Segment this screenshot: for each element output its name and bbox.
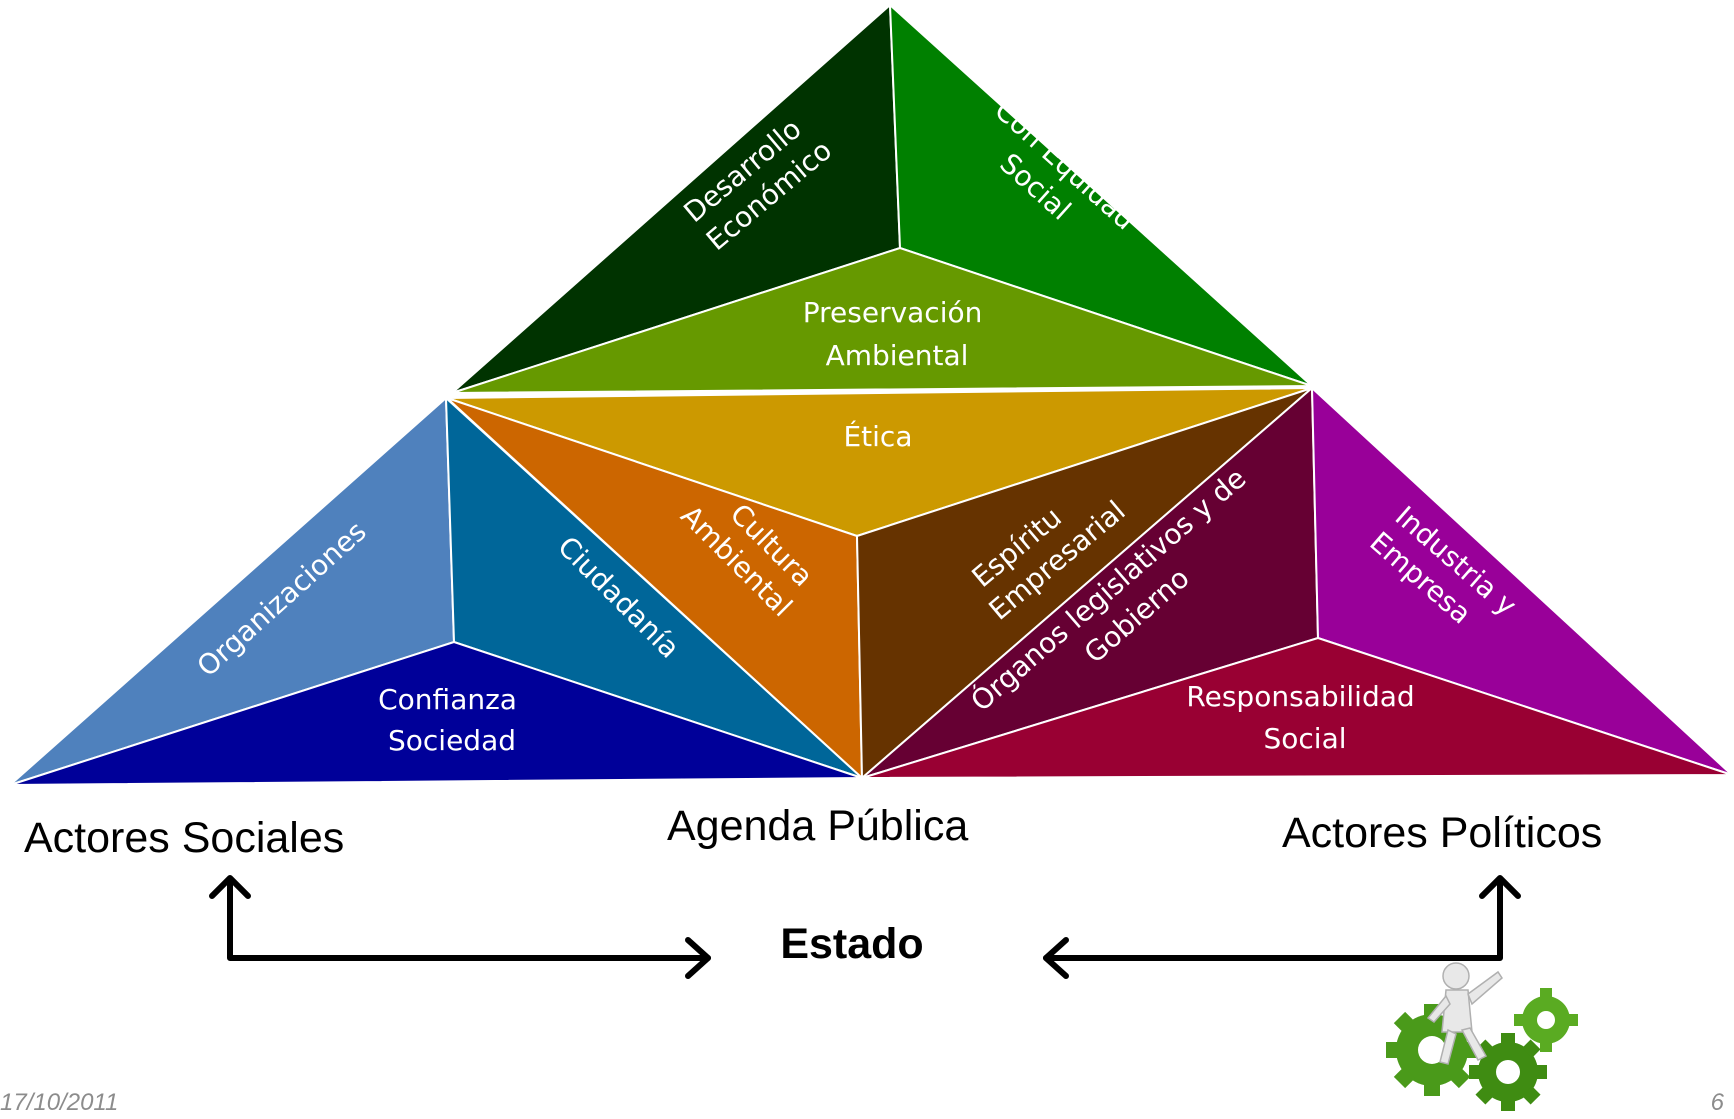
left-pyramid <box>9 395 863 786</box>
label-etica: Ética <box>843 419 912 453</box>
label-confianza: Confianza Sociedad <box>378 683 526 757</box>
label-actores-sociales: Actores Sociales <box>24 814 344 862</box>
segment-responsabilidad <box>861 636 1733 779</box>
footer-date: 17/10/2011 <box>0 1089 118 1114</box>
label-actores-politicos: Actores Políticos <box>1282 809 1602 857</box>
footer-page-number: 6 <box>1711 1089 1725 1114</box>
label-preservacion: Preservación Ambiental <box>803 296 992 372</box>
top-pyramid <box>451 2 1313 394</box>
right-pyramid <box>861 385 1733 779</box>
gears-person-icon <box>1386 962 1578 1111</box>
right-arrow <box>1043 875 1521 979</box>
segment-confianza <box>9 640 863 786</box>
segment-preservacion <box>451 246 1313 394</box>
label-agenda-publica: Agenda Pública <box>667 802 968 850</box>
label-estado: Estado <box>780 920 923 968</box>
label-responsabilidad: Responsabilidad Social <box>1186 680 1423 755</box>
left-arrow <box>209 875 711 979</box>
